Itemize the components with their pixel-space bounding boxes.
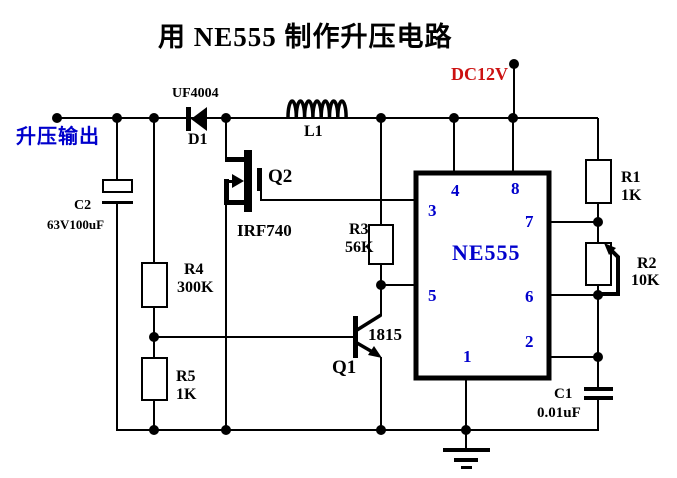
q1-part-label: 1815 — [368, 325, 402, 344]
dc12v-supply-label: DC12V — [451, 64, 508, 84]
resistor-r5 — [141, 357, 168, 401]
resistor-r3 — [368, 224, 394, 265]
wire-q2-gate — [260, 189, 417, 201]
page-title: 用 NE555 制作升压电路 — [158, 22, 453, 52]
d1-ref-label: D1 — [188, 131, 208, 148]
q1-ref-label: Q1 — [332, 357, 357, 378]
resistor-r1 — [585, 159, 612, 204]
ne555-ic-body — [413, 170, 552, 381]
pin7-label: 7 — [525, 212, 534, 231]
r2-value-label: 10K — [631, 272, 660, 289]
q2-source-stub — [225, 200, 244, 205]
q2-ref-label: Q2 — [268, 166, 293, 187]
inductor-l1-coil — [286, 99, 348, 118]
r2-ref-label: R2 — [637, 255, 657, 272]
resistor-r4 — [141, 262, 168, 308]
d1-cathode-bar — [186, 107, 191, 131]
c2-value-label: 63V100uF — [47, 217, 105, 232]
pin1-label: 1 — [463, 347, 472, 366]
c1-top-plate — [584, 387, 613, 391]
boost-output-terminal-label: 升压输出 — [16, 126, 100, 148]
q2-gate-bar — [257, 168, 262, 191]
c1-bottom-plate — [584, 396, 613, 400]
r5-value-label: 1K — [176, 386, 197, 403]
q1-base-bar — [353, 316, 358, 358]
q1-collector — [356, 313, 382, 332]
d1-part-label: UF4004 — [172, 86, 219, 101]
pin5-label: 5 — [428, 286, 437, 305]
q2-body-arrow-icon — [232, 174, 244, 188]
pin3-label: 3 — [428, 201, 437, 220]
c2-ref-label: C2 — [74, 198, 92, 213]
terminal-dot-dc12v — [509, 59, 519, 69]
r3-ref-label: R3 — [349, 221, 369, 238]
terminal-dot-output — [52, 113, 62, 123]
r2-wiper-arrow-icon — [604, 243, 616, 255]
r4-ref-label: R4 — [184, 261, 204, 278]
r2-wiper-lead — [598, 247, 620, 296]
ground-icon — [443, 448, 490, 469]
r3-value-label: 56K — [345, 239, 374, 256]
r1-value-label: 1K — [621, 187, 642, 204]
q2-arrow-shaft — [226, 180, 237, 183]
q2-drain-stub — [225, 157, 244, 162]
c2-positive-plate — [102, 179, 133, 193]
transistor-q1-symbol — [353, 313, 382, 358]
r1-ref-label: R1 — [621, 169, 641, 186]
pin4-label: 4 — [451, 181, 460, 200]
q1-emitter-arrow-icon — [368, 346, 382, 358]
c1-value-label: 0.01uF — [537, 405, 581, 421]
junction-dots — [52, 59, 603, 435]
q2-channel-bar — [244, 150, 252, 212]
diode-d1-symbol — [186, 107, 207, 131]
d1-triangle — [191, 107, 207, 131]
q2-body-lead — [224, 179, 229, 205]
pin6-label: 6 — [525, 287, 534, 306]
pin2-label: 2 — [525, 332, 534, 351]
capacitor-c2 — [102, 179, 133, 204]
c2-negative-plate — [102, 201, 133, 204]
capacitor-c1 — [584, 387, 613, 400]
pin8-label: 8 — [511, 179, 520, 198]
r5-ref-label: R5 — [176, 368, 196, 385]
resistor-r2-body — [585, 242, 612, 286]
ic-name-label: NE555 — [452, 240, 521, 265]
l1-ref-label: L1 — [304, 123, 323, 140]
r4-value-label: 300K — [177, 279, 214, 296]
resistors — [141, 159, 612, 401]
q2-part-label: IRF740 — [237, 221, 292, 240]
c1-ref-label: C1 — [554, 386, 573, 402]
potentiometer-r2-wiper — [598, 243, 620, 296]
mosfet-q2-symbol — [224, 150, 262, 212]
